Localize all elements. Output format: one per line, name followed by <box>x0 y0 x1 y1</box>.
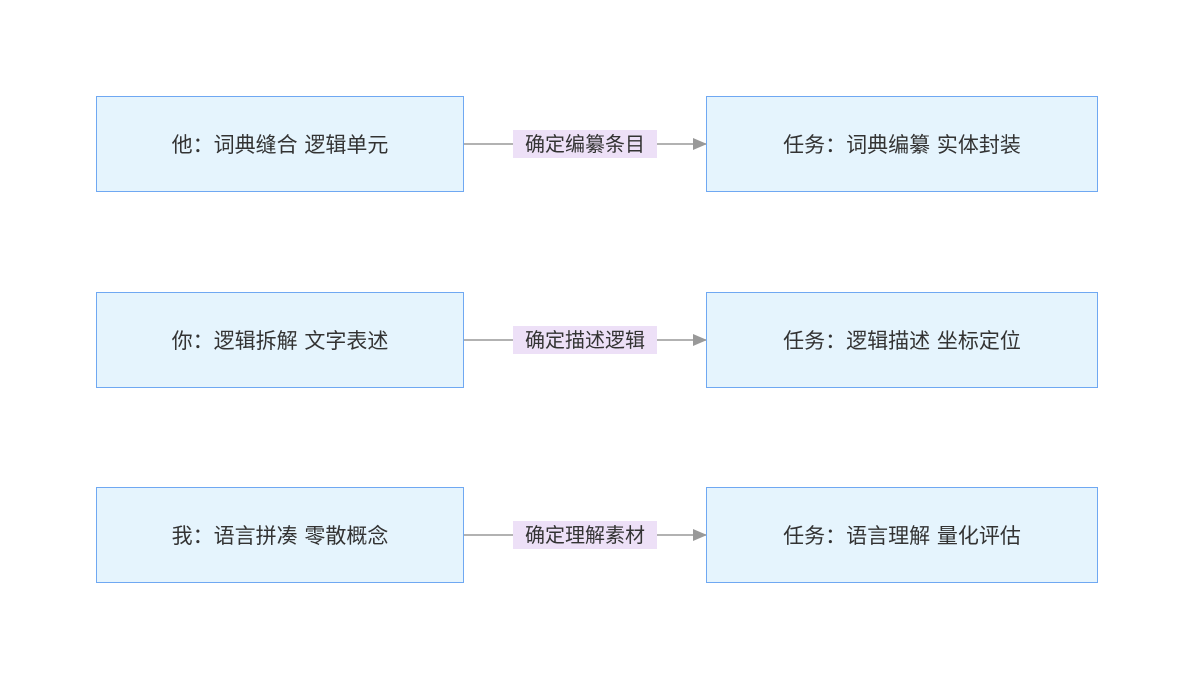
edge-label-3: 确定理解素材 <box>513 521 657 549</box>
source-node-me: 我：语言拼凑 零散概念 <box>96 487 464 583</box>
target-node-language-task: 任务：语言理解 量化评估 <box>706 487 1098 583</box>
source-node-you: 你：逻辑拆解 文字表述 <box>96 292 464 388</box>
edge-label-1: 确定编纂条目 <box>513 130 657 158</box>
target-node-logic-task: 任务：逻辑描述 坐标定位 <box>706 292 1098 388</box>
source-node-he: 他：词典缝合 逻辑单元 <box>96 96 464 192</box>
target-node-dictionary-task: 任务：词典编纂 实体封装 <box>706 96 1098 192</box>
edge-label-2: 确定描述逻辑 <box>513 326 657 354</box>
